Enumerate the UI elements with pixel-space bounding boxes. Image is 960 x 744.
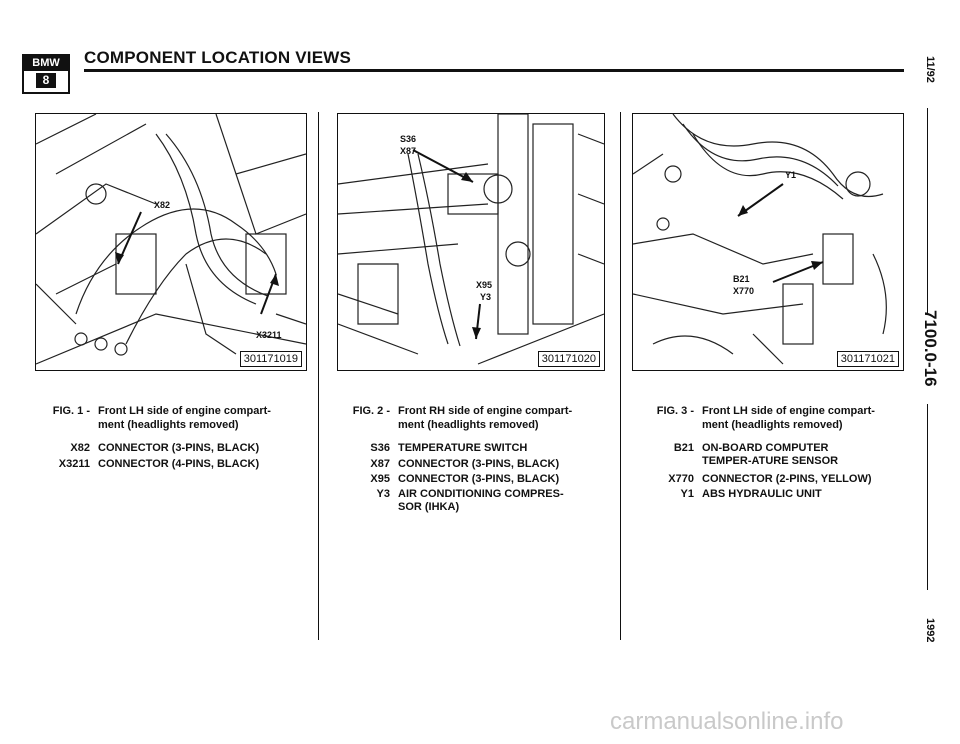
figure-3-caption-label: FIG. 3 - xyxy=(656,405,694,417)
legend-code: B21 xyxy=(673,442,694,454)
callout-x87: X87 xyxy=(400,146,417,156)
logo-bottom-text: 8 xyxy=(36,73,56,88)
figure-1-drawing xyxy=(36,114,306,365)
legend-desc: CONNECTOR (4-PINS, BLACK) xyxy=(98,458,260,470)
callout-x770: X770 xyxy=(733,286,755,296)
legend-row: Y3 AIR CONDITIONING COMPRES-SOR (IHKA) xyxy=(330,488,610,516)
legend-row: X3211 CONNECTOR (4-PINS, BLACK) xyxy=(30,458,310,472)
legend-desc: TEMPERATURE SWITCH xyxy=(398,442,528,454)
legend-code: X770 xyxy=(668,473,694,485)
figure-1-number: 301171019 xyxy=(239,351,302,367)
legend-code: X87 xyxy=(370,458,390,470)
watermark: carmanualsonline.info xyxy=(610,708,844,735)
figure-2-caption: FIG. 2 - Front RH side of engine compart… xyxy=(330,404,600,434)
legend-desc: CONNECTOR (3-PINS, BLACK) xyxy=(398,458,560,470)
figure-2-number: 301171020 xyxy=(537,351,600,367)
side-year: 1992 xyxy=(924,618,936,643)
legend-row: X95 CONNECTOR (3-PINS, BLACK) xyxy=(330,473,610,487)
figure-3-caption-text: Front LH side of engine compart-ment (he… xyxy=(702,405,875,431)
legend-row: S36 TEMPERATURE SWITCH xyxy=(330,442,610,456)
legend-code: S36 xyxy=(370,442,390,454)
legend-code: Y3 xyxy=(376,488,390,500)
figure-2-drawing xyxy=(338,114,604,365)
side-line-middle xyxy=(927,404,928,590)
figure-2-caption-text: Front RH side of engine compart-ment (he… xyxy=(398,405,573,431)
side-page-number: 7100.0-16 xyxy=(921,310,940,387)
callout-x95: X95 xyxy=(476,280,493,290)
legend-row: X770 CONNECTOR (2-PINS, YELLOW) xyxy=(634,473,914,487)
figure-1-image: X82 X3211 301171019 xyxy=(35,113,307,371)
legend-row: X82 CONNECTOR (3-PINS, BLACK) xyxy=(30,442,310,456)
page-title: COMPONENT LOCATION VIEWS xyxy=(84,48,352,67)
logo-top-text: BMW xyxy=(24,56,68,71)
side-date: 11/92 xyxy=(924,56,936,83)
figure-1-caption-text: Front LH side of engine compart-ment (he… xyxy=(98,405,271,431)
figure-3-image: Y1 B21 X770 301171021 xyxy=(632,113,904,371)
legend-code: X3211 xyxy=(58,458,90,470)
figure-3-caption: FIG. 3 - Front LH side of engine compart… xyxy=(634,404,904,434)
legend-desc: ABS HYDRAULIC UNIT xyxy=(702,488,822,500)
figure-3-drawing xyxy=(633,114,887,365)
legend-desc: CONNECTOR (2-PINS, YELLOW) xyxy=(702,473,872,485)
legend-code: Y1 xyxy=(680,488,694,500)
legend-desc: ON-BOARD COMPUTER TEMPER-ATURE SENSOR xyxy=(702,442,839,467)
callout-b21: B21 xyxy=(733,274,750,284)
callout-s36: S36 xyxy=(400,134,417,144)
legend-row: X87 CONNECTOR (3-PINS, BLACK) xyxy=(330,458,610,472)
bmw-logo: BMW 8 xyxy=(22,54,70,94)
legend-row: Y1 ABS HYDRAULIC UNIT xyxy=(634,488,914,502)
side-line-top xyxy=(927,108,928,314)
figure-3-number: 301171021 xyxy=(836,351,899,367)
figure-1-caption-label: FIG. 1 - xyxy=(52,405,90,417)
column-divider-1 xyxy=(318,112,319,640)
column-divider-2 xyxy=(620,112,621,640)
callout-x82: X82 xyxy=(154,200,171,210)
legend-code: X82 xyxy=(70,442,90,454)
callout-y1: Y1 xyxy=(785,170,797,180)
legend-row: B21 ON-BOARD COMPUTER TEMPER-ATURE SENSO… xyxy=(634,442,914,470)
figure-2-caption-label: FIG. 2 - xyxy=(352,405,390,417)
header-rule xyxy=(84,69,904,72)
callout-y3: Y3 xyxy=(480,292,492,302)
legend-desc: CONNECTOR (3-PINS, BLACK) xyxy=(398,473,560,485)
figure-2-image: S36 X87 X95 Y3 301171020 xyxy=(337,113,605,371)
legend-desc: CONNECTOR (3-PINS, BLACK) xyxy=(98,442,260,454)
legend-code: X95 xyxy=(370,473,390,485)
legend-desc: AIR CONDITIONING COMPRES-SOR (IHKA) xyxy=(398,488,564,513)
side-margin: 11/92 7100.0-16 1992 xyxy=(912,52,942,672)
callout-x3211: X3211 xyxy=(256,330,282,340)
figure-1-caption: FIG. 1 - Front LH side of engine compart… xyxy=(30,404,300,434)
